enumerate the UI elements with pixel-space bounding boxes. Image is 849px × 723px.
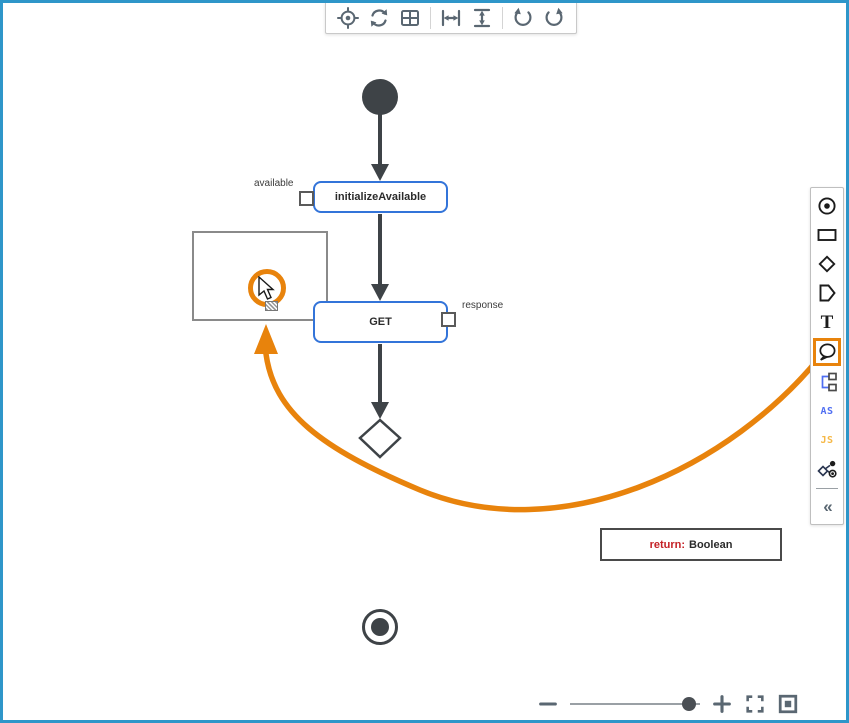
- return-annotation-box[interactable]: return: Boolean: [600, 528, 782, 561]
- state-tool-icon: [819, 284, 836, 302]
- end-event-inner-dot: [371, 618, 389, 636]
- port-label-available: available: [254, 178, 294, 189]
- actionscript-tool-label: AS: [820, 405, 834, 417]
- task-initialize-available[interactable]: initializeAvailable: [313, 181, 448, 213]
- start-event-tool-icon: [818, 197, 836, 215]
- start-event-node[interactable]: [362, 79, 398, 115]
- toolbar-separator: [430, 6, 431, 29]
- undo-button[interactable]: [510, 5, 536, 31]
- subprocess-tool[interactable]: [814, 369, 840, 395]
- end-event-node[interactable]: [362, 609, 398, 645]
- zoom-slider-track[interactable]: [570, 703, 700, 705]
- port-response[interactable]: [441, 312, 456, 327]
- center-view-button[interactable]: [335, 5, 361, 31]
- actionscript-tool[interactable]: AS: [814, 398, 840, 424]
- start-event-tool[interactable]: [814, 193, 840, 219]
- gateway-diamond[interactable]: [358, 418, 402, 459]
- grid-icon: [401, 9, 419, 26]
- annotation-tool[interactable]: [813, 338, 841, 366]
- fullscreen-icon: [746, 695, 764, 713]
- javascript-tool[interactable]: JS: [814, 427, 840, 453]
- port-available[interactable]: [299, 191, 314, 206]
- fit-height-button[interactable]: [469, 5, 495, 31]
- javascript-tool-label: JS: [820, 434, 834, 446]
- grid-button[interactable]: [397, 5, 423, 31]
- toolbar-separator: [502, 6, 503, 29]
- return-key-label: return:: [649, 538, 686, 551]
- fit-width-button[interactable]: [438, 5, 464, 31]
- subprocess-tool-icon: [821, 372, 837, 392]
- collapse-panel-glyph: «: [823, 496, 833, 516]
- plus-icon: [713, 695, 731, 713]
- redo-button[interactable]: [541, 5, 567, 31]
- undo-icon: [514, 7, 532, 26]
- task-tool[interactable]: [814, 222, 840, 248]
- zoom-out-button[interactable]: [537, 693, 559, 715]
- state-tool[interactable]: [814, 280, 840, 306]
- task-initialize-label: initializeAvailable: [334, 191, 427, 203]
- port-label-response: response: [462, 300, 504, 311]
- zoom-controls: [537, 691, 799, 717]
- annotation-tool-icon: [819, 343, 836, 361]
- sync-button[interactable]: [366, 5, 392, 31]
- flow-get-to-gateway[interactable]: [371, 344, 389, 419]
- condition-tool-icon: [817, 460, 837, 478]
- flow-start-to-init[interactable]: [371, 113, 389, 181]
- mouse-cursor-icon: [257, 276, 277, 302]
- fit-view-button[interactable]: [777, 693, 799, 715]
- center-view-icon: [337, 6, 359, 29]
- fit-width-icon: [441, 9, 461, 26]
- fit-height-icon: [473, 8, 491, 27]
- gateway-tool[interactable]: [814, 251, 840, 277]
- top-toolbar: [325, 2, 577, 34]
- zoom-in-button[interactable]: [711, 693, 733, 715]
- task-get[interactable]: GET: [313, 301, 448, 343]
- sync-icon: [370, 8, 388, 27]
- gateway-tool-icon: [818, 255, 836, 273]
- task-tool-icon: [817, 229, 837, 241]
- fullscreen-button[interactable]: [744, 693, 766, 715]
- drag-indicator-box: [265, 301, 278, 311]
- annotation-placement-rect[interactable]: [192, 231, 328, 321]
- zoom-slider[interactable]: [570, 697, 700, 711]
- tutorial-drag-arrow: [254, 324, 827, 513]
- palette-separator: [816, 488, 838, 489]
- fit-view-icon: [778, 694, 798, 714]
- text-tool[interactable]: T: [814, 309, 840, 335]
- zoom-slider-handle[interactable]: [682, 697, 696, 711]
- text-tool-glyph: T: [820, 311, 834, 333]
- minus-icon: [539, 702, 557, 706]
- task-get-label: GET: [369, 316, 392, 328]
- return-value-label: Boolean: [689, 538, 733, 551]
- shape-palette: T AS JS: [810, 187, 844, 525]
- flow-init-to-get[interactable]: [371, 214, 389, 301]
- redo-icon: [545, 7, 563, 26]
- condition-tool[interactable]: [814, 456, 840, 482]
- collapse-panel-button[interactable]: «: [814, 493, 840, 519]
